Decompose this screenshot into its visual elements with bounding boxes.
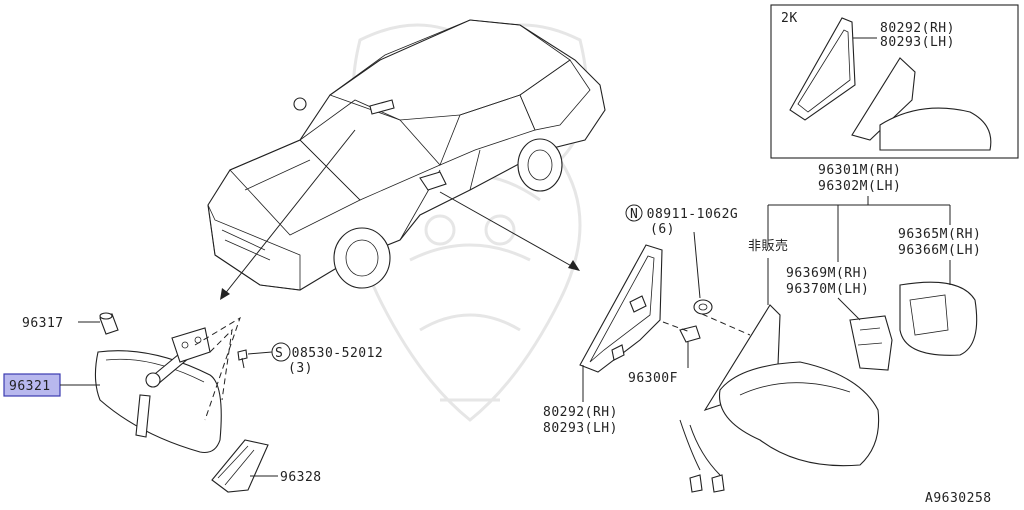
label-80293: 80293(LH) [543, 421, 618, 436]
interior-mirror-group [94, 312, 269, 493]
inset-garnish [789, 17, 856, 121]
inset-mirror-housing [879, 107, 992, 151]
label-not-sold: 非販売 [748, 238, 789, 254]
door-mirror-group [579, 244, 978, 493]
label-96321[interactable]: 96321 [9, 379, 51, 394]
label-96366m: 96366M(LH) [898, 243, 981, 258]
interior-labels: 96317 96321 S 08530-52012 (3) 96328 [3, 316, 383, 485]
label-bolt-qty: (3) [288, 361, 313, 376]
mirror-cover-96328 [211, 439, 269, 493]
label-96301m: 96301M(RH) [818, 163, 901, 178]
inset-label-lh: 80293(LH) [880, 35, 955, 50]
inset-label-rh: 80292(RH) [880, 21, 955, 36]
clip-96300f [679, 325, 701, 343]
inset-mirror-base [851, 57, 916, 141]
label-bolt: S 08530-52012 [275, 346, 383, 361]
label-96302m: 96302M(LH) [818, 179, 901, 194]
label-96328: 96328 [280, 470, 322, 485]
label-96317: 96317 [22, 316, 64, 331]
door-mirror-housing [718, 361, 880, 467]
door-mirror-labels: N 08911-1062G (6) 非販売 80292(RH) 80293(LH… [543, 163, 981, 436]
label-80292: 80292(RH) [543, 405, 618, 420]
mirror-motor [849, 315, 893, 371]
interior-mirror [94, 350, 222, 454]
label-96300f: 96300F [628, 371, 678, 386]
label-nut: N 08911-1062G [630, 207, 738, 222]
label-nut-qty: (6) [650, 222, 675, 237]
inset-2k: 2K 80292(RH) 80293(LH) [770, 4, 1019, 159]
label-96365m: 96365M(RH) [898, 227, 981, 242]
label-96369m: 96369M(RH) [786, 266, 869, 281]
inset-tag: 2K [781, 11, 798, 26]
pointer-arrows [220, 129, 580, 300]
mirror-glass [899, 281, 978, 356]
car-illustration [207, 19, 606, 291]
drawing-code: A9630258 [925, 491, 992, 506]
mirror-garnish [579, 244, 663, 373]
label-96370m: 96370M(LH) [786, 282, 869, 297]
grommet [693, 299, 713, 315]
